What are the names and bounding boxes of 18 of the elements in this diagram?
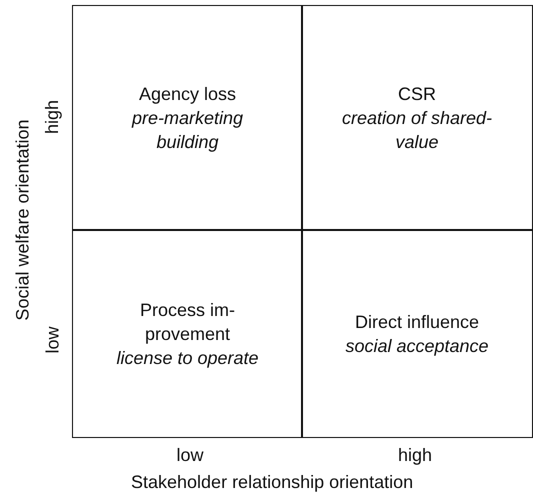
axis-tick-label: high — [41, 100, 64, 134]
axis-tick-label: high — [398, 444, 432, 466]
quadrant-description: license to operate — [116, 346, 259, 370]
quadrant-description: social acceptance — [345, 334, 489, 358]
quadrant-description: creation of shared-value — [340, 107, 494, 154]
quadrant-title: Process im-provement — [138, 298, 236, 346]
quadrant-title: Direct influence — [354, 310, 480, 334]
quadrant-title: Agency loss — [138, 83, 236, 106]
axis-title: Social welfare orientation — [11, 119, 34, 321]
quadrant-description: pre-marketing building — [130, 107, 244, 154]
axis-title: Stakeholder relationship orientation — [131, 471, 414, 493]
matrix-quadrant — [72, 5, 303, 231]
quadrant-title: CSR — [398, 83, 436, 106]
matrix-quadrant — [301, 5, 533, 231]
axis-tick-label: low — [41, 326, 63, 354]
matrix-quadrant — [301, 229, 533, 438]
matrix-quadrant — [72, 229, 303, 438]
axis-tick-label: low — [176, 444, 204, 466]
